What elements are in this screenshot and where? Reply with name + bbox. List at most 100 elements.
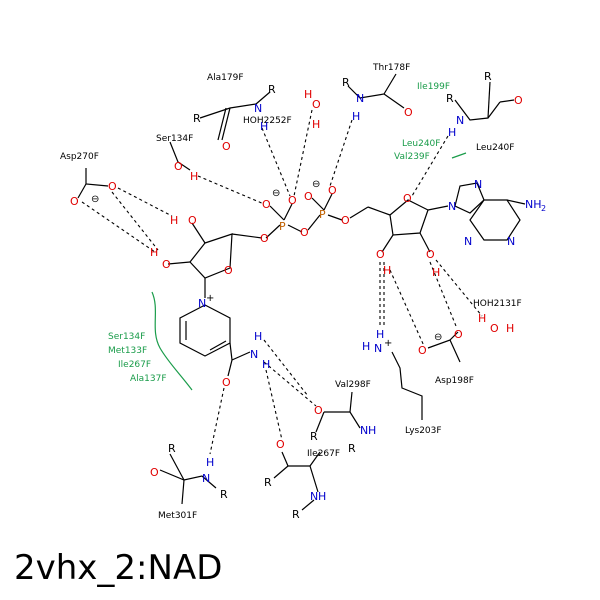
atom-h-ile267: H [318, 490, 326, 503]
hydrophobic-arc-left [151, 291, 193, 391]
ile267-ca [309, 451, 321, 467]
label-asp198: Asp198F [435, 376, 474, 386]
atom-o2-ribose-left: O [188, 214, 197, 227]
atom-o-thr178: O [404, 106, 413, 119]
atom-h-ala179: H [260, 120, 268, 133]
atom-o3-ribose-left: O [162, 258, 171, 271]
hbond-val298-o [263, 361, 317, 407]
label-met133: Met133F [108, 346, 147, 356]
atom-h2-ribose-right: H [432, 266, 440, 279]
leu240-r [487, 81, 491, 119]
atom-r-met301-a: R [168, 442, 176, 455]
atom-p2: P [319, 208, 326, 221]
atom-h1-hoh2131: H [478, 312, 486, 325]
atom-r-thr178: R [342, 76, 350, 89]
atom-n-amide: N [250, 348, 258, 361]
hbond-ala179-o [261, 127, 291, 197]
ile267-backbone [281, 451, 319, 493]
atom-h1-hoh2252: H [304, 88, 312, 101]
met301-r [169, 453, 185, 481]
hbond-ile267-o [265, 369, 283, 441]
leu240-co [499, 99, 515, 103]
atom-o2-p1: O [288, 194, 297, 207]
ser134-sidechain [169, 141, 191, 171]
asp270-sidechain [85, 168, 109, 187]
atom-r-ile267-a: R [264, 476, 272, 489]
atom-h3-ribose-right: H [383, 264, 391, 277]
atom-o-bridge: O [300, 226, 309, 239]
atom-o-amide: O [222, 376, 231, 389]
charge-p2: ⊖ [312, 179, 320, 190]
adenine-imidazole [454, 182, 485, 214]
bond-p2-o-up [311, 197, 325, 211]
label-ala137: Ala137F [130, 374, 167, 384]
atom-o-leu240: O [514, 94, 523, 107]
label-val298: Val298F [335, 380, 371, 390]
atom-o4-ribose-left: O [224, 264, 233, 277]
atom-n3-adenine: N [464, 235, 472, 248]
bond-o-p2 [307, 214, 321, 231]
label-leu240-green: Leu240F [402, 139, 440, 149]
bond-amide-o [227, 359, 233, 377]
charge-lys203: + [384, 338, 392, 349]
atom-r-ile267-b: R [292, 508, 300, 521]
val298-r [315, 411, 325, 433]
bond-c6-nh2 [506, 199, 526, 205]
ribose-left-ring [189, 233, 233, 279]
atom-o-met301: O [150, 466, 159, 479]
leu240-backbone [454, 99, 501, 121]
label-leu240: Leu240F [476, 143, 514, 153]
ring-double-2 [209, 340, 227, 351]
hbond-asp270-o3b [81, 201, 156, 253]
charge-nplus: + [206, 293, 214, 304]
bond-c3r-oh [381, 234, 394, 253]
bond-c1-n9 [427, 205, 449, 211]
hbond-met301-n [209, 387, 225, 455]
atom-r-met301-b: R [220, 488, 228, 501]
atom-h2-lys203: H [362, 340, 370, 353]
bond-o-c5 [349, 206, 369, 219]
atom-n-ala179: N [254, 102, 262, 115]
atom-o2-ribose-right: O [426, 248, 435, 261]
atom-h-leu240: H [448, 126, 456, 139]
label-val239: Val239F [394, 152, 430, 162]
label-hoh2252: HOH2252F [243, 116, 292, 126]
atom-r-ala179-b: R [268, 83, 276, 96]
atom-o-ser134: O [174, 160, 183, 173]
atom-h2-hoh2131: H [506, 322, 514, 335]
label-ile267-green: Ile267F [118, 360, 151, 370]
asp198-sidechain [427, 339, 461, 363]
atom-h-thr178: H [352, 110, 360, 123]
atom-h-ribose-left: H [170, 214, 178, 227]
asp270-co [77, 183, 87, 199]
atom-h3-ribose-left: H [150, 246, 158, 259]
atom-n6-subscript: 2 [541, 204, 546, 213]
atom-o5-left: O [260, 232, 269, 245]
atom-r-val298-a: R [310, 430, 318, 443]
label-hoh2131: HOH2131F [473, 299, 522, 309]
bond-c3-oh [167, 261, 191, 265]
label-ser134-green: Ser134F [108, 332, 145, 342]
hbond-asp270-o3a [111, 191, 159, 251]
label-ala179: Ala179F [207, 73, 244, 83]
atom-o2-asp270: O [70, 195, 79, 208]
charge-p1: ⊖ [272, 188, 280, 199]
hbond-hoh2131-o2 [435, 259, 483, 317]
atom-o1-p2: O [304, 190, 313, 203]
atom-o2-p2: O [328, 184, 337, 197]
hbond-hoh2252-o [293, 109, 313, 197]
atom-h-amide-1: H [254, 330, 262, 343]
thr178-co [383, 93, 405, 109]
atom-o5-right: O [341, 214, 350, 227]
bond-p1-o-up2 [283, 203, 293, 221]
label-lys203: Lys203F [405, 426, 442, 436]
atom-o-ala179: O [222, 140, 231, 153]
label-ser134-top: Ser134F [156, 134, 193, 144]
charge-asp270: ⊖ [91, 194, 99, 205]
val298-ca [349, 391, 353, 413]
ile267-r [273, 465, 289, 479]
thr178-backbone [347, 73, 397, 99]
atom-n-val298: N [360, 424, 368, 437]
val298-backbone [324, 411, 361, 429]
atom-r-leu240-b: R [484, 70, 492, 83]
